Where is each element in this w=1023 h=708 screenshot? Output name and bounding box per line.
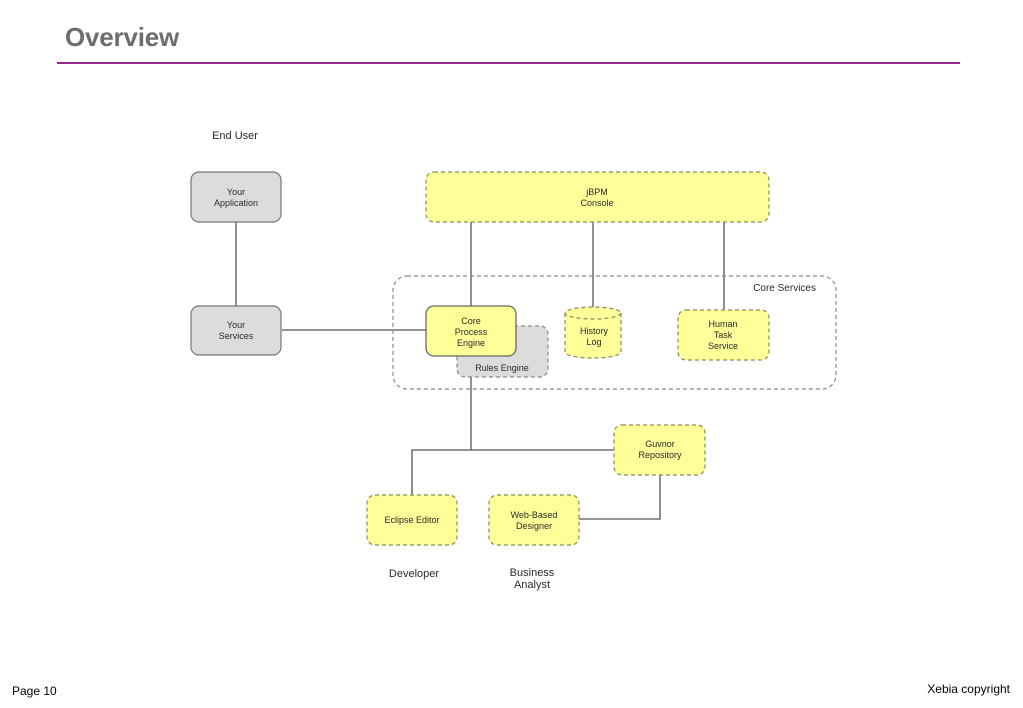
core-services-label: Core Services (753, 283, 816, 294)
your-application-node: Your Application (190, 171, 282, 223)
your-services-label-2: Services (219, 331, 254, 341)
eclipse-editor-node: Eclipse Editor (366, 494, 458, 546)
human-task-service-label-2: Task (714, 330, 733, 340)
rules-engine-label: Rules Engine (475, 363, 529, 373)
role-end-user: End User (212, 130, 258, 142)
core-process-engine-label-2: Process (455, 327, 488, 337)
web-based-designer-label-1: Web-Based (511, 510, 558, 520)
your-services-node: Your Services (190, 305, 282, 356)
jbpm-console-node: jBPM Console (425, 171, 770, 223)
your-services-label-1: Your (227, 320, 245, 330)
history-log-label-1: History (580, 326, 609, 336)
core-services-group (392, 275, 837, 390)
title-divider (57, 62, 960, 64)
human-task-service-label-1: Human (708, 319, 737, 329)
jbpm-console-label-2: Console (580, 198, 613, 208)
core-process-engine-label-1: Core (461, 316, 481, 326)
core-process-engine-node: Core Process Engine (425, 305, 517, 357)
jbpm-console-label-1: jBPM (585, 187, 608, 197)
role-business-analyst-2: Analyst (514, 579, 550, 591)
guvnor-repository-label-2: Repository (638, 450, 682, 460)
page-number: Page 10 (12, 684, 57, 698)
human-task-service-label-3: Service (708, 341, 738, 351)
connector-eclipse-guvnor (411, 449, 614, 495)
core-process-engine-label-3: Engine (457, 338, 485, 348)
role-developer: Developer (389, 568, 439, 580)
role-business-analyst-1: Business (510, 567, 555, 579)
guvnor-repository-node: Guvnor Repository (613, 424, 706, 476)
copyright-notice: Xebia copyright (927, 682, 1010, 696)
connector-designer-guvnor (579, 475, 661, 520)
guvnor-repository-label-1: Guvnor (645, 439, 675, 449)
history-log-node: History Log (564, 306, 622, 359)
web-based-designer-node: Web-Based Designer (488, 494, 580, 546)
your-application-label-2: Application (214, 198, 258, 208)
web-based-designer-label-2: Designer (516, 521, 552, 531)
slide-title: Overview (65, 22, 180, 52)
human-task-service-node: Human Task Service (677, 309, 770, 361)
eclipse-editor-label: Eclipse Editor (384, 515, 439, 525)
your-application-label-1: Your (227, 187, 245, 197)
history-log-label-2: Log (586, 337, 601, 347)
